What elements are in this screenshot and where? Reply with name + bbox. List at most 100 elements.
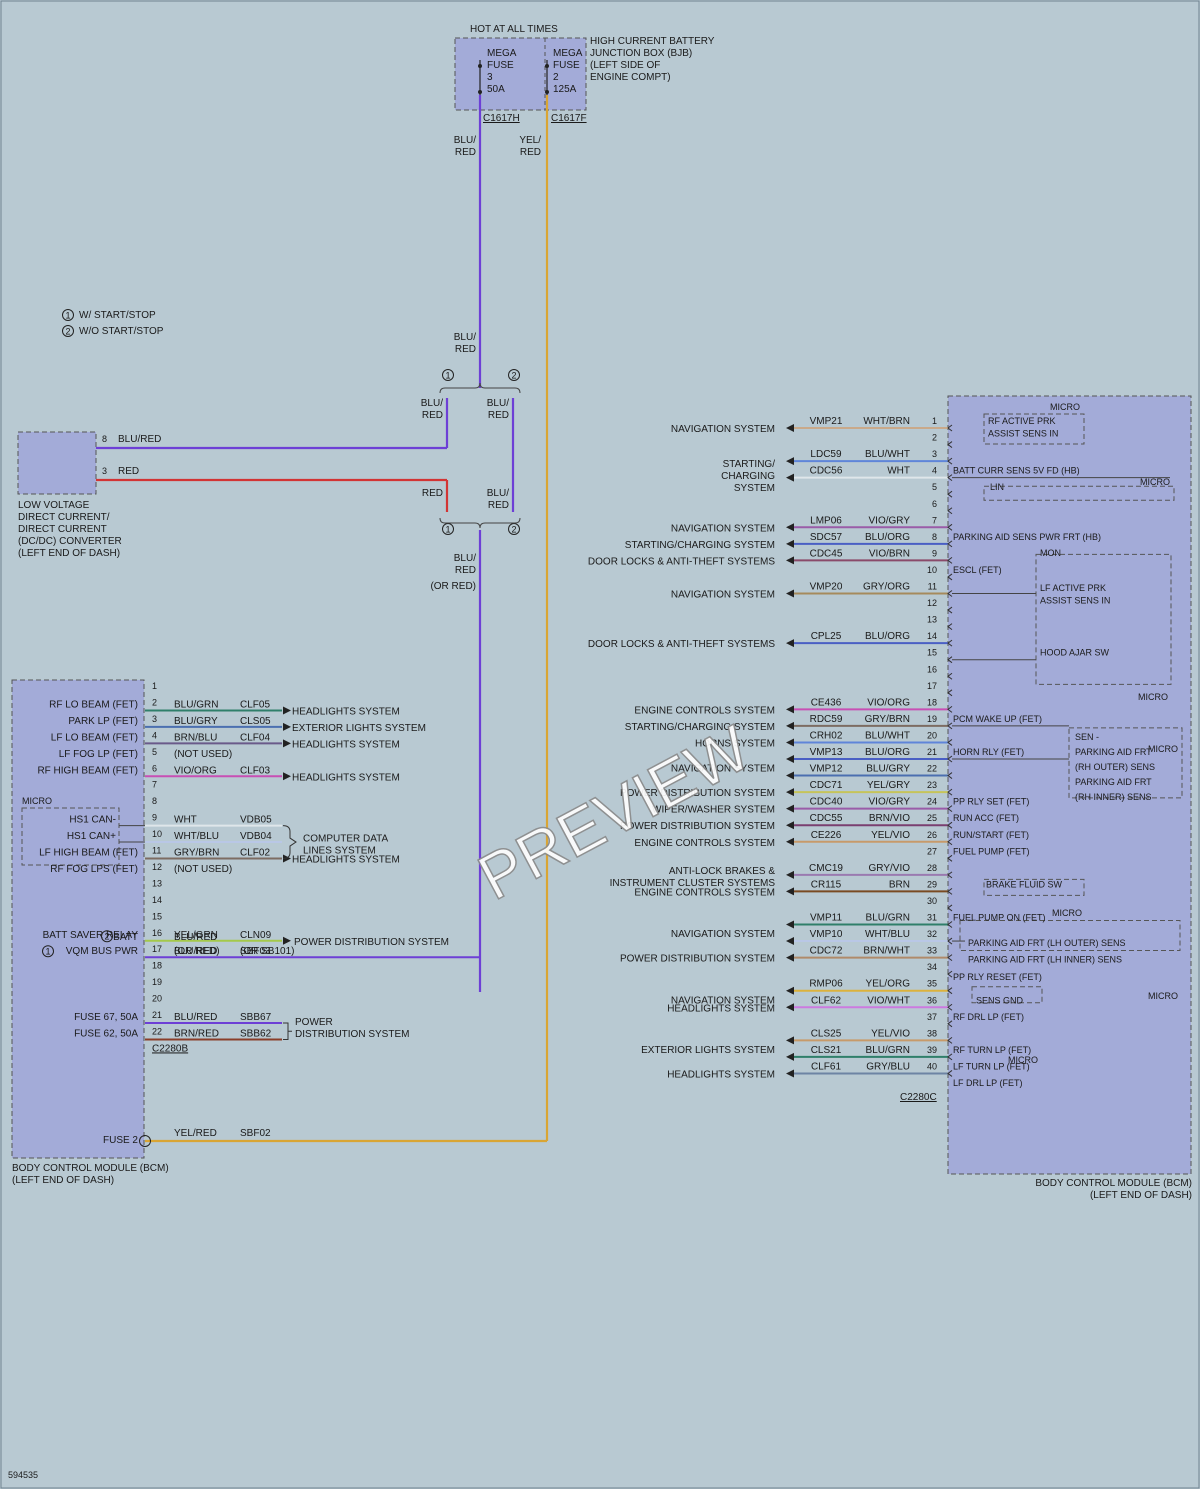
bcm-right-pin-23: 23: [927, 780, 937, 790]
pin-tick: [947, 606, 953, 614]
option-number: 2: [511, 371, 516, 381]
bcm-right-internal-label: HOOD AJAR SW: [1040, 648, 1110, 658]
pin-tick: [947, 788, 953, 796]
destination-system: ENGINE CONTROLS SYSTEM: [634, 838, 775, 849]
circuit-label: LMP06: [810, 515, 842, 526]
circuit-label: CPL25: [811, 631, 842, 642]
bcm-left-pin-3: 3: [152, 714, 157, 724]
destination-system: POWER DISTRIBUTION SYSTEM: [620, 954, 775, 965]
pin-tick: [947, 689, 953, 697]
bcm-left-pin-21: 21: [152, 1010, 162, 1020]
dcdc-label-line: DIRECT CURRENT/: [18, 512, 110, 523]
arrow-left-icon: [786, 986, 794, 995]
fuse2-line: FUSE: [553, 60, 580, 71]
circuit-label: LDC59: [810, 449, 842, 460]
micro-label: MICRO: [1138, 692, 1168, 702]
destination-system: ENGINE CONTROLS SYSTEM: [634, 887, 775, 898]
bcm-right-pin-7: 7: [932, 515, 937, 525]
power-distribution-label: DISTRIBUTION SYSTEM: [295, 1029, 409, 1040]
bcm-right-pin-40: 40: [927, 1061, 937, 1071]
wire-color-label: GRY/BRN: [865, 714, 910, 725]
figure-id: 594535: [8, 1470, 38, 1480]
bjb-desc-line: JUNCTION BOX (BJB): [590, 48, 692, 59]
destination-system: NAVIGATION SYSTEM: [671, 995, 775, 1006]
bcm-left-title: BODY CONTROL MODULE (BCM): [12, 1163, 169, 1174]
sen-label: SEN -: [1075, 732, 1099, 742]
bcm-right-internal-label: LIN: [990, 482, 1004, 492]
bcm-right-pin-32: 32: [927, 929, 937, 939]
pin-tick: [947, 888, 953, 895]
wire-color-label: VIO/ORG: [867, 697, 910, 708]
wire-color-label: BLU/GRY: [174, 716, 218, 727]
arrow-left-icon: [786, 937, 794, 946]
pin-tick: [947, 838, 953, 846]
pin-tick: [947, 937, 953, 945]
dcdc-box: [17, 431, 97, 495]
arrow-left-icon: [786, 887, 794, 896]
bcm-left-pin-16: 16: [152, 928, 162, 938]
bcm-right-internal-label: LF DRL LP (FET): [953, 1078, 1023, 1088]
dcdc-label-line: (LEFT END OF DASH): [18, 548, 120, 559]
wire-label: BLU/: [487, 398, 509, 409]
wire-label: BLU/: [454, 553, 476, 564]
pin-tick: [947, 705, 953, 713]
circuit-label: VDB04: [240, 831, 272, 842]
bcm-right-pin-5: 5: [932, 482, 937, 492]
bcm-right-pin-4: 4: [932, 466, 937, 476]
wire-color-label: YEL/RED: [174, 1128, 217, 1139]
circuit-label: VMP10: [810, 929, 843, 940]
arrow-left-icon: [786, 457, 794, 466]
sen-label: PARKING AID FRT: [1075, 747, 1152, 757]
power-distribution-label: POWER: [295, 1017, 333, 1028]
bcm-right-internal-boxes: MICROMICROMICROMICROMICROMICROMICROMONSE…: [953, 402, 1183, 1088]
bcm-right-internal-label: SENS GND: [976, 995, 1024, 1005]
arrow-left-icon: [786, 1069, 794, 1078]
dcdc-pin-3: 3: [102, 466, 107, 476]
wire-color-label: YEL/ORG: [866, 979, 911, 990]
destination-system: CHARGING: [721, 471, 775, 482]
bcm-left-pin-13: 13: [152, 878, 162, 888]
arrow-left-icon: [786, 771, 794, 780]
destination-system: ANTI-LOCK BRAKES &: [669, 866, 775, 877]
arrow-right-icon: [283, 739, 291, 748]
bcm-right-pin-1: 1: [932, 416, 937, 426]
wire-color-label: GRY/ORG: [863, 582, 910, 593]
pin-tick: [947, 722, 953, 730]
bcm-left-pin-8: 8: [152, 796, 157, 806]
circuit-label: CDC72: [810, 946, 843, 957]
bcm-right-internal-label: PARKING AID FRT (LH OUTER) SENS: [968, 938, 1126, 948]
bcm-right-internal-label: PARKING AID FRT (LH INNER) SENS: [968, 955, 1122, 965]
wire-color-label: BRN/RED: [174, 1028, 219, 1039]
pin-tick: [947, 854, 953, 862]
arrow-right-icon: [283, 722, 291, 731]
bjb-desc-line: ENGINE COMPT): [590, 72, 671, 83]
destination-system: POWER DISTRIBUTION SYSTEM: [294, 937, 449, 948]
bcm-left-pin-label: LF FOG LP (FET): [59, 749, 138, 760]
hot-at-all-times-label: HOT AT ALL TIMES: [470, 24, 558, 35]
circuit-label: VMP11: [810, 913, 842, 924]
micro-label: MICRO: [1148, 991, 1178, 1001]
bcm-right-internal-label: ESCL (FET): [953, 565, 1002, 575]
bcm-right-pin-20: 20: [927, 730, 937, 740]
bcm-left-micro-label: MICRO: [22, 796, 52, 806]
circuit-label: CLF62: [811, 995, 841, 1006]
wire-color-label: BLU/WHT: [865, 449, 910, 460]
wire-color-label: BLU/GRY: [866, 764, 910, 775]
bcm-right-pin-38: 38: [927, 1028, 937, 1038]
pin-tick: [947, 1036, 953, 1044]
pin-tick: [947, 871, 953, 879]
wire-color-label: YEL/VIO: [871, 1028, 910, 1039]
dcdc-label-line: DIRECT CURRENT: [18, 524, 107, 535]
fuse2-line: 2: [553, 72, 559, 83]
pin-tick: [947, 424, 953, 432]
arrow-right-icon: [283, 936, 291, 945]
circuit-label: CLF03: [240, 765, 270, 776]
arrow-left-icon: [786, 539, 794, 548]
arrow-right-icon: [283, 854, 291, 863]
circuit-label: CLF05: [240, 699, 270, 710]
pin-tick: [947, 672, 953, 680]
